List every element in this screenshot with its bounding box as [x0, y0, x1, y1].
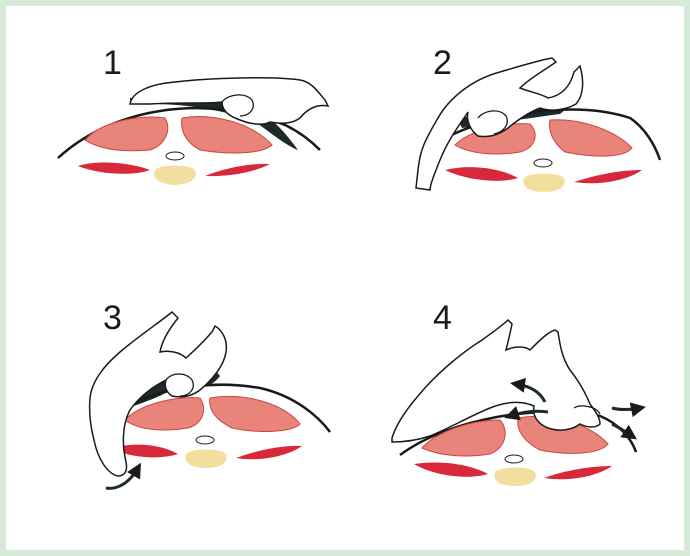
- step-label-2: 2: [433, 44, 452, 82]
- lower-muscle-right: [544, 466, 612, 479]
- arrow-right-icon: [612, 408, 640, 410]
- lower-muscle-right: [574, 170, 642, 183]
- muscle-right: [550, 120, 632, 156]
- lower-muscle-right: [205, 164, 270, 176]
- muscle-right: [210, 396, 300, 431]
- panel-2: 2: [416, 44, 660, 192]
- lower-muscle-left: [414, 462, 488, 476]
- spinal-canal: [534, 159, 552, 167]
- lower-muscle-right: [236, 446, 302, 459]
- muscle-left: [85, 117, 168, 151]
- spinal-canal: [196, 436, 214, 444]
- lower-muscle-left: [78, 163, 150, 174]
- vertebra: [154, 166, 195, 186]
- spinal-canal: [166, 152, 184, 160]
- step-label-4: 4: [433, 299, 452, 337]
- panel-1: 1: [58, 44, 328, 185]
- spinal-canal: [505, 455, 523, 463]
- vertebra: [523, 174, 564, 193]
- lower-muscle-left: [445, 167, 518, 181]
- panel-4: 4: [392, 299, 640, 486]
- panel-3: 3: [90, 299, 330, 488]
- arrow-down-right-icon: [612, 424, 632, 436]
- vertebra: [185, 450, 226, 469]
- step-label-3: 3: [103, 299, 122, 337]
- vertebra: [494, 468, 535, 487]
- step-label-1: 1: [103, 44, 122, 82]
